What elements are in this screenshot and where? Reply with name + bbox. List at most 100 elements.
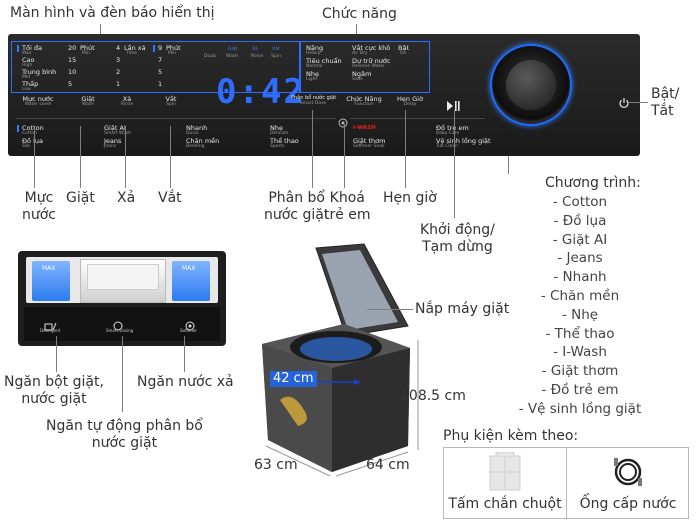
label-functions: Chức năng (322, 6, 397, 22)
program-list-item: - Chăn mền (540, 287, 620, 304)
prog-tubclean-sub: Tub Clean (436, 144, 458, 149)
timer-button-sub: Delay (403, 102, 417, 108)
grid-col3-sub: Time (126, 51, 138, 56)
machine-side (332, 348, 410, 472)
prog-sports-sub: Sports (270, 144, 285, 149)
softener-icon (184, 316, 196, 331)
prog-silk-sub: Silk (22, 144, 30, 149)
program-list-item: - I-Wash (553, 344, 607, 361)
smart-dosing-icon-label: Smart Dosing (106, 328, 134, 333)
prog-cotton[interactable]: Cotton (22, 124, 44, 132)
prog-baby[interactable]: Đồ trẻ em (436, 124, 469, 132)
seven-segment-display: 0:42 (216, 72, 306, 112)
label-height: 108.5 cm (400, 388, 466, 404)
prog-iwash[interactable]: I-WASH (353, 125, 376, 131)
grid-col1-sub-1: High (22, 63, 33, 68)
leader-power (628, 102, 648, 103)
label-rinse: Xả (117, 190, 136, 206)
prog-silk[interactable]: Đồ lụa (22, 137, 43, 145)
grid-col4-1: 7 (158, 56, 163, 64)
leader-start (454, 110, 455, 218)
water-hose-icon (610, 452, 646, 492)
gold-decoration (280, 396, 307, 426)
program-list-item: - Cotton (552, 194, 608, 210)
status-rinse: Xả (252, 47, 258, 52)
grid-col1-1: Cao (22, 56, 35, 64)
prog-jeans[interactable]: Jeans (104, 137, 122, 145)
grid-col4-head: Phút (166, 44, 181, 52)
status-spin-sub: Spin (271, 54, 281, 59)
prog-bedding-sub: Bedding (186, 144, 205, 149)
prog-baby-sub: Baby Care (436, 131, 460, 136)
diameter-arrow-right (354, 379, 360, 385)
power-icon[interactable] (618, 94, 630, 108)
label-mouse-guard: Tấm chắn chuột (448, 496, 562, 512)
grid-col3-0: 4 (116, 44, 121, 52)
func-airdry: Vắt cực khô (352, 44, 391, 52)
prog-tubclean[interactable]: Vệ sinh lồng giặt (436, 137, 491, 145)
label-auto-dose: Ngăn tự động phân bổ nước giặt (46, 418, 203, 451)
label-softener: Ngăn nước xả (137, 374, 234, 390)
play-pause-icon[interactable] (446, 97, 460, 111)
softener-compartment: MAX (172, 261, 210, 301)
prog-jeans-sub: Jeans (104, 144, 117, 149)
prog-quick[interactable]: Nhanh (186, 124, 208, 132)
func-soak: Ngâm (352, 70, 372, 78)
wash-button-label: Giặt (81, 95, 95, 103)
wash-button-sub: Wash (81, 102, 95, 108)
leader-rinse (125, 126, 126, 188)
grid-col1-2: Trung bình (22, 68, 57, 76)
leader-timer (405, 110, 406, 188)
program-dial[interactable] (490, 44, 572, 126)
prog-softener[interactable]: Giặt thơm (353, 137, 386, 145)
program-list: - Cotton- Đồ lụa- Giặt AI- Jeans- Nhanh-… (510, 193, 650, 419)
function-button-sub: Function (354, 102, 374, 108)
program-list-item: - Vệ sinh lồng giặt (518, 400, 642, 417)
lock-icon (338, 113, 348, 128)
status-wash-sub: Wash (226, 54, 239, 59)
smart-dosing-icon (112, 316, 124, 331)
spin-button-label: Vắt (165, 95, 177, 103)
drum-inner (300, 337, 372, 361)
grid-col2-0: 20 (68, 44, 77, 52)
accessories-box: Tấm chắn chuột Ống cấp nước (443, 447, 689, 519)
func-soak-sub: Soak (352, 77, 363, 82)
leader-lid (367, 309, 413, 310)
grid-col2-sub: Min (82, 51, 90, 56)
label-spin: Vắt (158, 190, 182, 206)
panel-divider-left (16, 118, 336, 119)
program-list-item: - Thể thao (545, 325, 615, 342)
func-light: Nhẹ (306, 70, 319, 78)
func-airdry-sub: Air Dry (352, 51, 368, 56)
control-panel: Tối đa Max Cao High Trung bình Mid Thấp … (8, 34, 640, 156)
prog-delicate[interactable]: Nhẹ (270, 124, 283, 132)
detergent-drawer: MAX MAX Detergent Smart Dosing Softener (18, 251, 226, 346)
water-level-button-sub: Water Level (24, 102, 52, 108)
grid-col2-2: 10 (68, 68, 77, 76)
grid-col4-3: 1 (158, 80, 163, 88)
spin-button-sub: Spin (166, 102, 176, 108)
powder-compartment: MAX (32, 261, 70, 301)
label-child-lock: Khoá trẻ em (324, 190, 371, 223)
auto-dose-lid (87, 264, 159, 290)
program-list-item: - Giặt thơm (541, 363, 619, 380)
prog-sports[interactable]: Thể thao (270, 137, 299, 145)
accessories-divider (566, 448, 567, 518)
leader-display (100, 24, 101, 36)
label-start-pause: Khởi động/ Tạm dừng (420, 222, 495, 255)
panel-divider-right (350, 118, 485, 119)
function-button-label: Chức Năng (346, 95, 382, 103)
prog-bedding[interactable]: Chăn mền (186, 137, 220, 145)
label-accessories: Phụ kiện kèm theo: (443, 428, 579, 444)
status-doub: Doub (204, 54, 216, 59)
program-list-item: - Đồ trẻ em (541, 381, 619, 398)
prog-ai[interactable]: Giặt AI (104, 124, 126, 132)
program-list-item: - Giặt AI (552, 231, 608, 248)
